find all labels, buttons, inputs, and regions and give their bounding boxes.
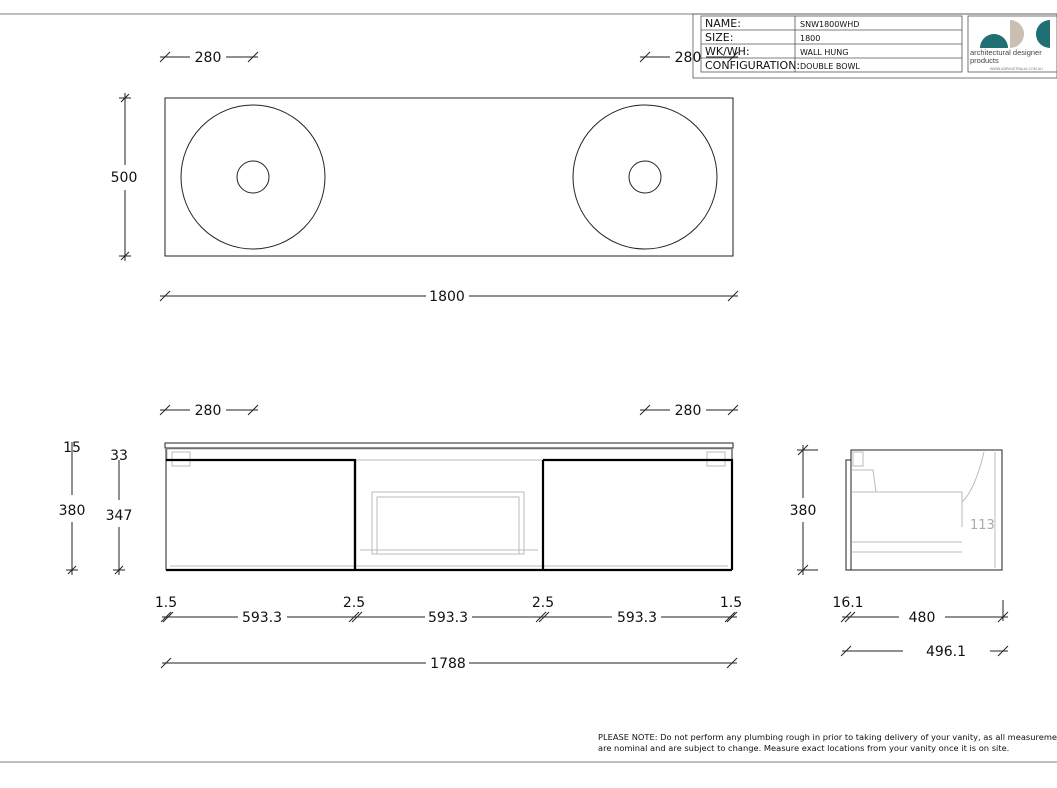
side-door [845,459,852,571]
logo-text: architectural designer products [970,49,1042,65]
waste-right [628,160,662,194]
dim-door-thickness: 16.1 [832,595,863,611]
benchtop [164,442,734,449]
dim-front-left-offset: 280 [195,403,222,419]
title-value-mounting: WALL HUNG [800,48,848,57]
dim-rail: 33 [110,448,128,464]
vanity-top-outline [164,97,734,257]
dim-front-overall-width: 1788 [430,656,466,672]
dim-front-right-offset: 280 [675,403,702,419]
plan-view: 280 280 500 1800 [111,50,739,305]
front-view: 280 280 15 380 33 347 1.5 2.5 2.5 1.5 [59,403,743,672]
note-line-2: are nominal and are subject to change. M… [598,743,1009,753]
title-label-size: SIZE: [705,31,733,44]
dim-plan-width: 1800 [429,289,465,305]
dim-plan-right-offset: 280 [675,50,702,66]
title-value-size: 1800 [800,34,820,43]
title-label-mounting: WK/WH: [705,45,750,58]
logo-url: WWW.ADPAUSTRALIA.COM.AU [990,67,1043,71]
title-value-name: SNW1800WHD [800,20,859,29]
door-left [166,458,357,570]
title-block: NAME: SNW1800WHD SIZE: 1800 WK/WH: WALL … [692,13,1057,79]
bowl-right [572,104,718,250]
dim-plan-left-offset: 280 [195,50,222,66]
dim-overall-depth: 496.1 [926,644,966,660]
title-label-name: NAME: [705,17,741,30]
dim-plan-depth: 500 [111,170,138,186]
door-right [543,458,734,570]
title-label-configuration: CONFIGURATION: [705,59,800,72]
title-value-configuration: DOUBLE BOWL [800,62,860,71]
note-line-1: PLEASE NOTE: Do not perform any plumbing… [598,732,1057,742]
company-logo: architectural designer products WWW.ADPA… [967,15,1057,73]
waste-left [236,160,270,194]
side-view: 380 113 16.1 480 496.1 [790,444,1009,660]
dim-door-2: 593.3 [428,610,468,626]
dim-gap-1: 1.5 [155,595,177,611]
dim-gap-4: 1.5 [720,595,742,611]
dim-door-1: 593.3 [242,610,282,626]
basin-hidden [371,491,525,555]
dim-gap-3: 2.5 [532,595,554,611]
dim-side-internal: 113 [970,518,995,533]
dim-gap-2: 2.5 [343,595,365,611]
dim-door-3: 593.3 [617,610,657,626]
dim-top-thickness: 15 [63,440,81,456]
dim-front-height: 380 [59,503,86,519]
dim-carcass-height: 347 [106,508,133,524]
dim-carcass-depth: 480 [909,610,936,626]
bowl-left [180,104,326,250]
dim-side-height: 380 [790,503,817,519]
